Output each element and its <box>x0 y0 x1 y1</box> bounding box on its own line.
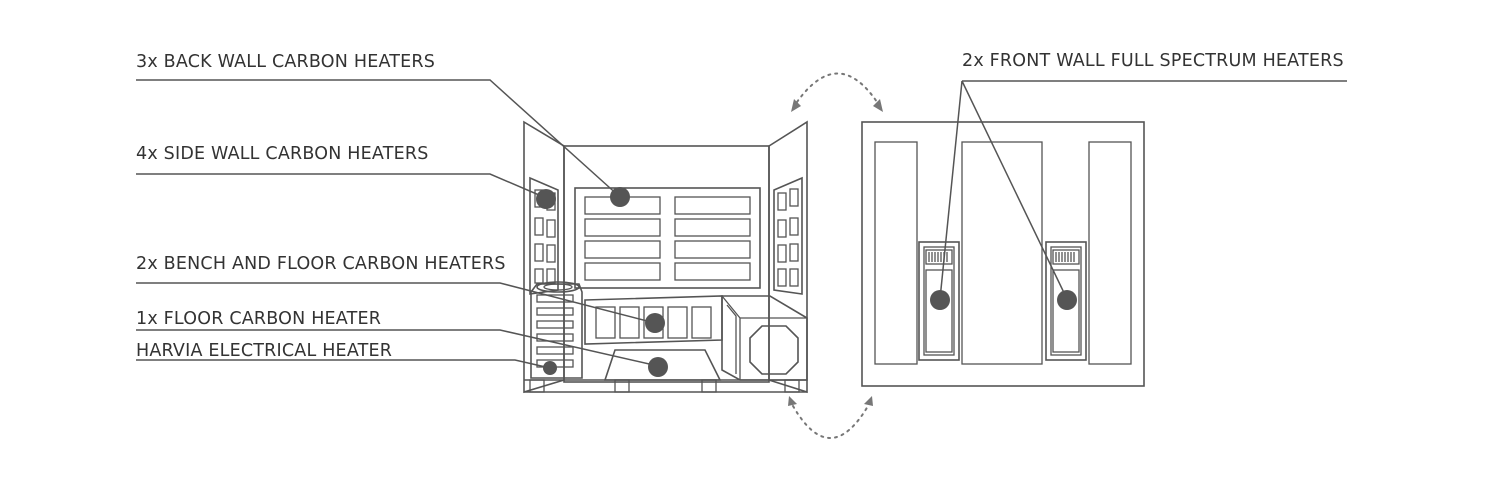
dot-side-wall <box>536 189 556 209</box>
label-bench-floor-heaters: 2x BENCH AND FLOOR CARBON HEATERS <box>136 254 506 274</box>
callout-dots <box>536 187 1077 377</box>
leader-lines <box>136 79 1347 369</box>
dot-harvia <box>543 361 557 375</box>
label-harvia-heater: HARVIA ELECTRICAL HEATER <box>136 341 392 361</box>
dot-back-wall <box>610 187 630 207</box>
rotate-arrow-bottom <box>788 396 873 439</box>
dot-front-right <box>1057 290 1077 310</box>
label-back-wall-heaters: 3x BACK WALL CARBON HEATERS <box>136 52 435 72</box>
label-front-wall-heaters: 2x FRONT WALL FULL SPECTRUM HEATERS <box>962 51 1344 71</box>
dot-bench <box>645 313 665 333</box>
dot-floor <box>648 357 668 377</box>
sauna-front-wall-view <box>861 121 1145 387</box>
label-side-wall-heaters: 4x SIDE WALL CARBON HEATERS <box>136 144 429 164</box>
sauna-cabin-open-view <box>523 120 808 394</box>
dot-front-left <box>930 290 950 310</box>
rotate-arrow-top <box>791 72 883 112</box>
label-floor-heater: 1x FLOOR CARBON HEATER <box>136 309 381 329</box>
